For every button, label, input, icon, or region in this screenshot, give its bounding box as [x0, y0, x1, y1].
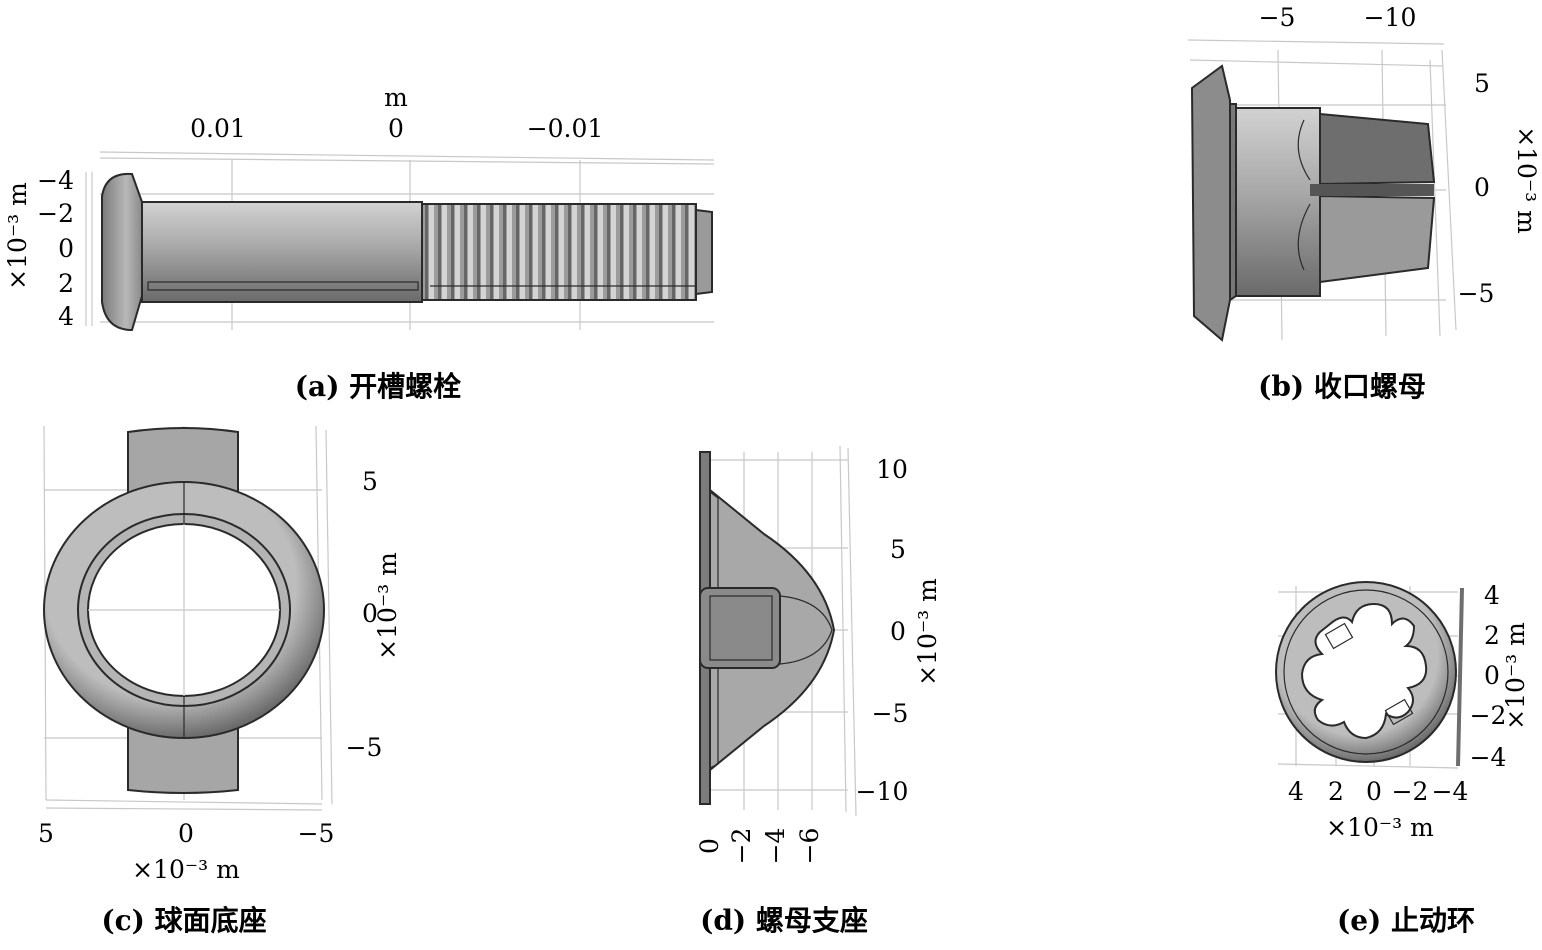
panel-b-top-tick: −5: [1259, 3, 1296, 32]
panel-c-bottom-tick: 5: [38, 819, 54, 848]
panel-e-stop-ring: 4 2 0 −2 −4 ×10⁻³ m 4 2 0 −2 −4 ×10⁻³ m …: [1275, 581, 1530, 937]
panel-b-right-tick: −5: [1458, 279, 1495, 308]
nut-support-model: [699, 451, 836, 805]
nut-model: [1190, 64, 1436, 342]
panel-b-right-tick: 0: [1474, 173, 1490, 202]
panel-d-right-tick: 10: [876, 455, 908, 484]
spherical-base-model: [43, 427, 325, 794]
panel-e-right-tick: 0: [1484, 661, 1500, 690]
panel-d-right-tick: 5: [890, 535, 906, 564]
panel-c-spherical-base: 5 0 −5 ×10⁻³ m 5 0 −5 ×10⁻³ m (c) 球面底座: [38, 425, 402, 937]
panel-e-edge-bar: [1456, 587, 1464, 767]
panel-c-bottom-tick: 0: [178, 819, 194, 848]
panel-d-caption: (d) 螺母支座: [700, 904, 868, 937]
panel-c-right-tick: −5: [346, 733, 383, 762]
panel-c-right-tick: 0: [362, 599, 378, 628]
panel-c-bottom-unit: ×10⁻³ m: [132, 855, 240, 884]
panel-a-top-tick: 0.01: [190, 114, 246, 143]
panel-d-bottom-tick: 0: [695, 838, 724, 854]
panel-b-crimp-nut: −5 −10 5 0 −5 ×10⁻³ m (b) 收口螺母: [1187, 3, 1541, 403]
panel-a-left-tick: 2: [58, 269, 74, 298]
panel-c-caption: (c) 球面底座: [101, 904, 266, 937]
panel-e-bottom-tick: −2: [1392, 777, 1429, 806]
panel-d-right-tick: 0: [890, 617, 906, 646]
panel-a-top-tick: 0: [388, 114, 404, 143]
panel-e-right-tick: 4: [1484, 581, 1500, 610]
panel-e-right-tick: −4: [1470, 743, 1507, 772]
panel-c-right-tick: 5: [362, 467, 378, 496]
panel-d-bottom-tick: −4: [761, 828, 790, 865]
panel-d-bottom-tick: −2: [727, 828, 756, 865]
panel-d-right-unit: ×10⁻³ m: [913, 578, 942, 686]
panel-b-top-tick: −10: [1364, 3, 1417, 32]
panel-d-nut-support: 10 5 0 −5 −10 ×10⁻³ m 0 −2 −4 −6 (d) 螺母支…: [695, 445, 942, 937]
panel-e-caption: (e) 止动环: [1337, 904, 1475, 937]
panel-e-bottom-tick: 2: [1328, 777, 1344, 806]
panel-d-bottom-tick: −6: [795, 828, 824, 865]
panel-a-left-unit: ×10⁻³ m: [3, 182, 32, 290]
panel-e-right-tick: 2: [1484, 621, 1500, 650]
panel-d-right-tick: −5: [872, 699, 909, 728]
panel-b-right-unit: ×10⁻³ m: [1512, 126, 1541, 234]
panel-a-slotted-bolt: m 0.01 0 −0.01 −4 −2 0 2 4 ×10⁻³ m (a) 开…: [3, 83, 715, 403]
bolt-model: [101, 172, 713, 332]
panel-e-bottom-tick: −4: [1432, 777, 1469, 806]
panel-a-left-tick: −2: [37, 199, 74, 228]
panel-c-right-unit: ×10⁻³ m: [373, 552, 402, 660]
panel-a-top-unit: m: [384, 83, 408, 112]
stop-ring-model: [1275, 581, 1457, 763]
panel-a-top-tick: −0.01: [527, 114, 604, 143]
panel-b-caption: (b) 收口螺母: [1258, 370, 1426, 403]
panel-e-right-unit: ×10⁻³ m: [1501, 622, 1530, 730]
panel-b-right-tick: 5: [1474, 69, 1490, 98]
panel-a-caption: (a) 开槽螺栓: [295, 370, 461, 403]
panel-e-right-tick: −2: [1470, 701, 1507, 730]
panel-c-bottom-tick: −5: [298, 819, 335, 848]
panel-a-left-tick: −4: [37, 166, 74, 195]
panel-d-right-tick: −10: [856, 777, 909, 806]
panel-a-left-tick: 0: [58, 234, 74, 263]
panel-a-left-tick: 4: [58, 302, 74, 331]
panel-e-bottom-tick: 4: [1288, 777, 1304, 806]
panel-e-bottom-tick: 0: [1366, 777, 1382, 806]
panel-e-bottom-unit: ×10⁻³ m: [1326, 813, 1434, 842]
